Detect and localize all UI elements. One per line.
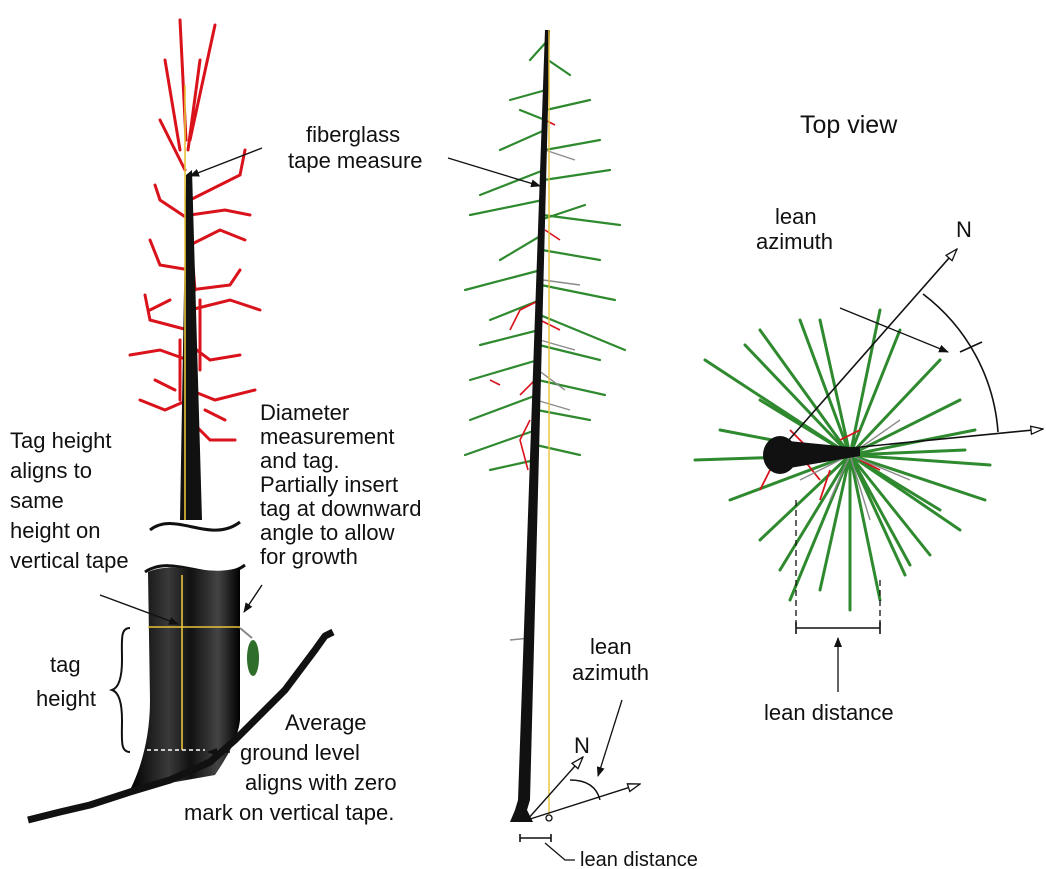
top-view-lean-distance-label: lean distance bbox=[764, 700, 894, 725]
tag-height-line1: tag bbox=[50, 652, 81, 677]
average-ground-line1: Average bbox=[285, 710, 367, 735]
fiberglass-label-line1: fiberglass bbox=[306, 122, 400, 147]
top-view-green-branches bbox=[695, 310, 990, 610]
tag-height-aligns-line4: height on bbox=[10, 518, 101, 543]
mid-trunk bbox=[510, 30, 550, 822]
diameter-label-line3: and tag. bbox=[260, 448, 340, 473]
diameter-label-line1: Diameter bbox=[260, 400, 349, 425]
average-ground-line3: aligns with zero bbox=[245, 770, 397, 795]
top-view-azimuth-tick bbox=[960, 342, 982, 352]
tag-height-aligns-line3: same bbox=[10, 488, 64, 513]
right-panel-top-view: Top view N lean azimuth lean di bbox=[695, 111, 1043, 725]
top-view-lean-azimuth-line2: azimuth bbox=[756, 229, 833, 254]
fiberglass-label-line2: tape measure bbox=[288, 148, 423, 173]
mid-lean-line bbox=[527, 784, 640, 820]
mid-north-label: N bbox=[574, 733, 590, 758]
mid-fiberglass-arrow bbox=[448, 158, 540, 186]
mid-base-point bbox=[546, 815, 552, 821]
top-view-lean-azimuth-line1: lean bbox=[775, 204, 817, 229]
top-view-north-label: N bbox=[956, 217, 972, 242]
fiberglass-arrow bbox=[190, 148, 262, 176]
tag-height-brace bbox=[112, 628, 130, 752]
tag-height-aligns-line1: Tag height bbox=[10, 428, 112, 453]
lower-trunk bbox=[130, 567, 240, 790]
average-ground-line4: mark on vertical tape. bbox=[184, 800, 394, 825]
tag-height-line2: height bbox=[36, 686, 96, 711]
tag-height-aligns-line5: vertical tape bbox=[10, 548, 129, 573]
diameter-label-line2: measurement bbox=[260, 424, 395, 449]
mid-lean-azimuth-line1: lean bbox=[590, 634, 632, 659]
top-view-title: Top view bbox=[800, 111, 898, 139]
average-ground-line2: ground level bbox=[240, 740, 360, 765]
diameter-label-line4: Partially insert bbox=[260, 472, 398, 497]
mid-lean-azimuth-line2: azimuth bbox=[572, 660, 649, 685]
trunk-break-top bbox=[150, 522, 240, 530]
mid-lean-distance-leader bbox=[545, 843, 575, 860]
tag-height-aligns-line2: aligns to bbox=[10, 458, 92, 483]
left-panel-tree-detail: fiberglass tape measure Diameter measure… bbox=[10, 20, 423, 825]
diameter-label-line7: for growth bbox=[260, 544, 358, 569]
diameter-label-line5: tag at downward bbox=[260, 496, 421, 521]
top-view-lean-distance-bracket bbox=[796, 622, 880, 634]
leaf-tag bbox=[247, 640, 259, 676]
tag-wire bbox=[240, 628, 252, 638]
mid-azimuth-arc bbox=[570, 780, 600, 800]
mid-lean-distance-label: lean distance bbox=[580, 849, 698, 869]
middle-panel-whole-tree: N lean azimuth lean distance bbox=[448, 30, 698, 869]
mid-lean-distance-bracket bbox=[520, 834, 551, 842]
mid-azimuth-arrow bbox=[598, 700, 622, 776]
top-view-north-line bbox=[780, 249, 957, 450]
diameter-arrow bbox=[244, 585, 262, 612]
diameter-label-line6: angle to allow bbox=[260, 520, 395, 545]
